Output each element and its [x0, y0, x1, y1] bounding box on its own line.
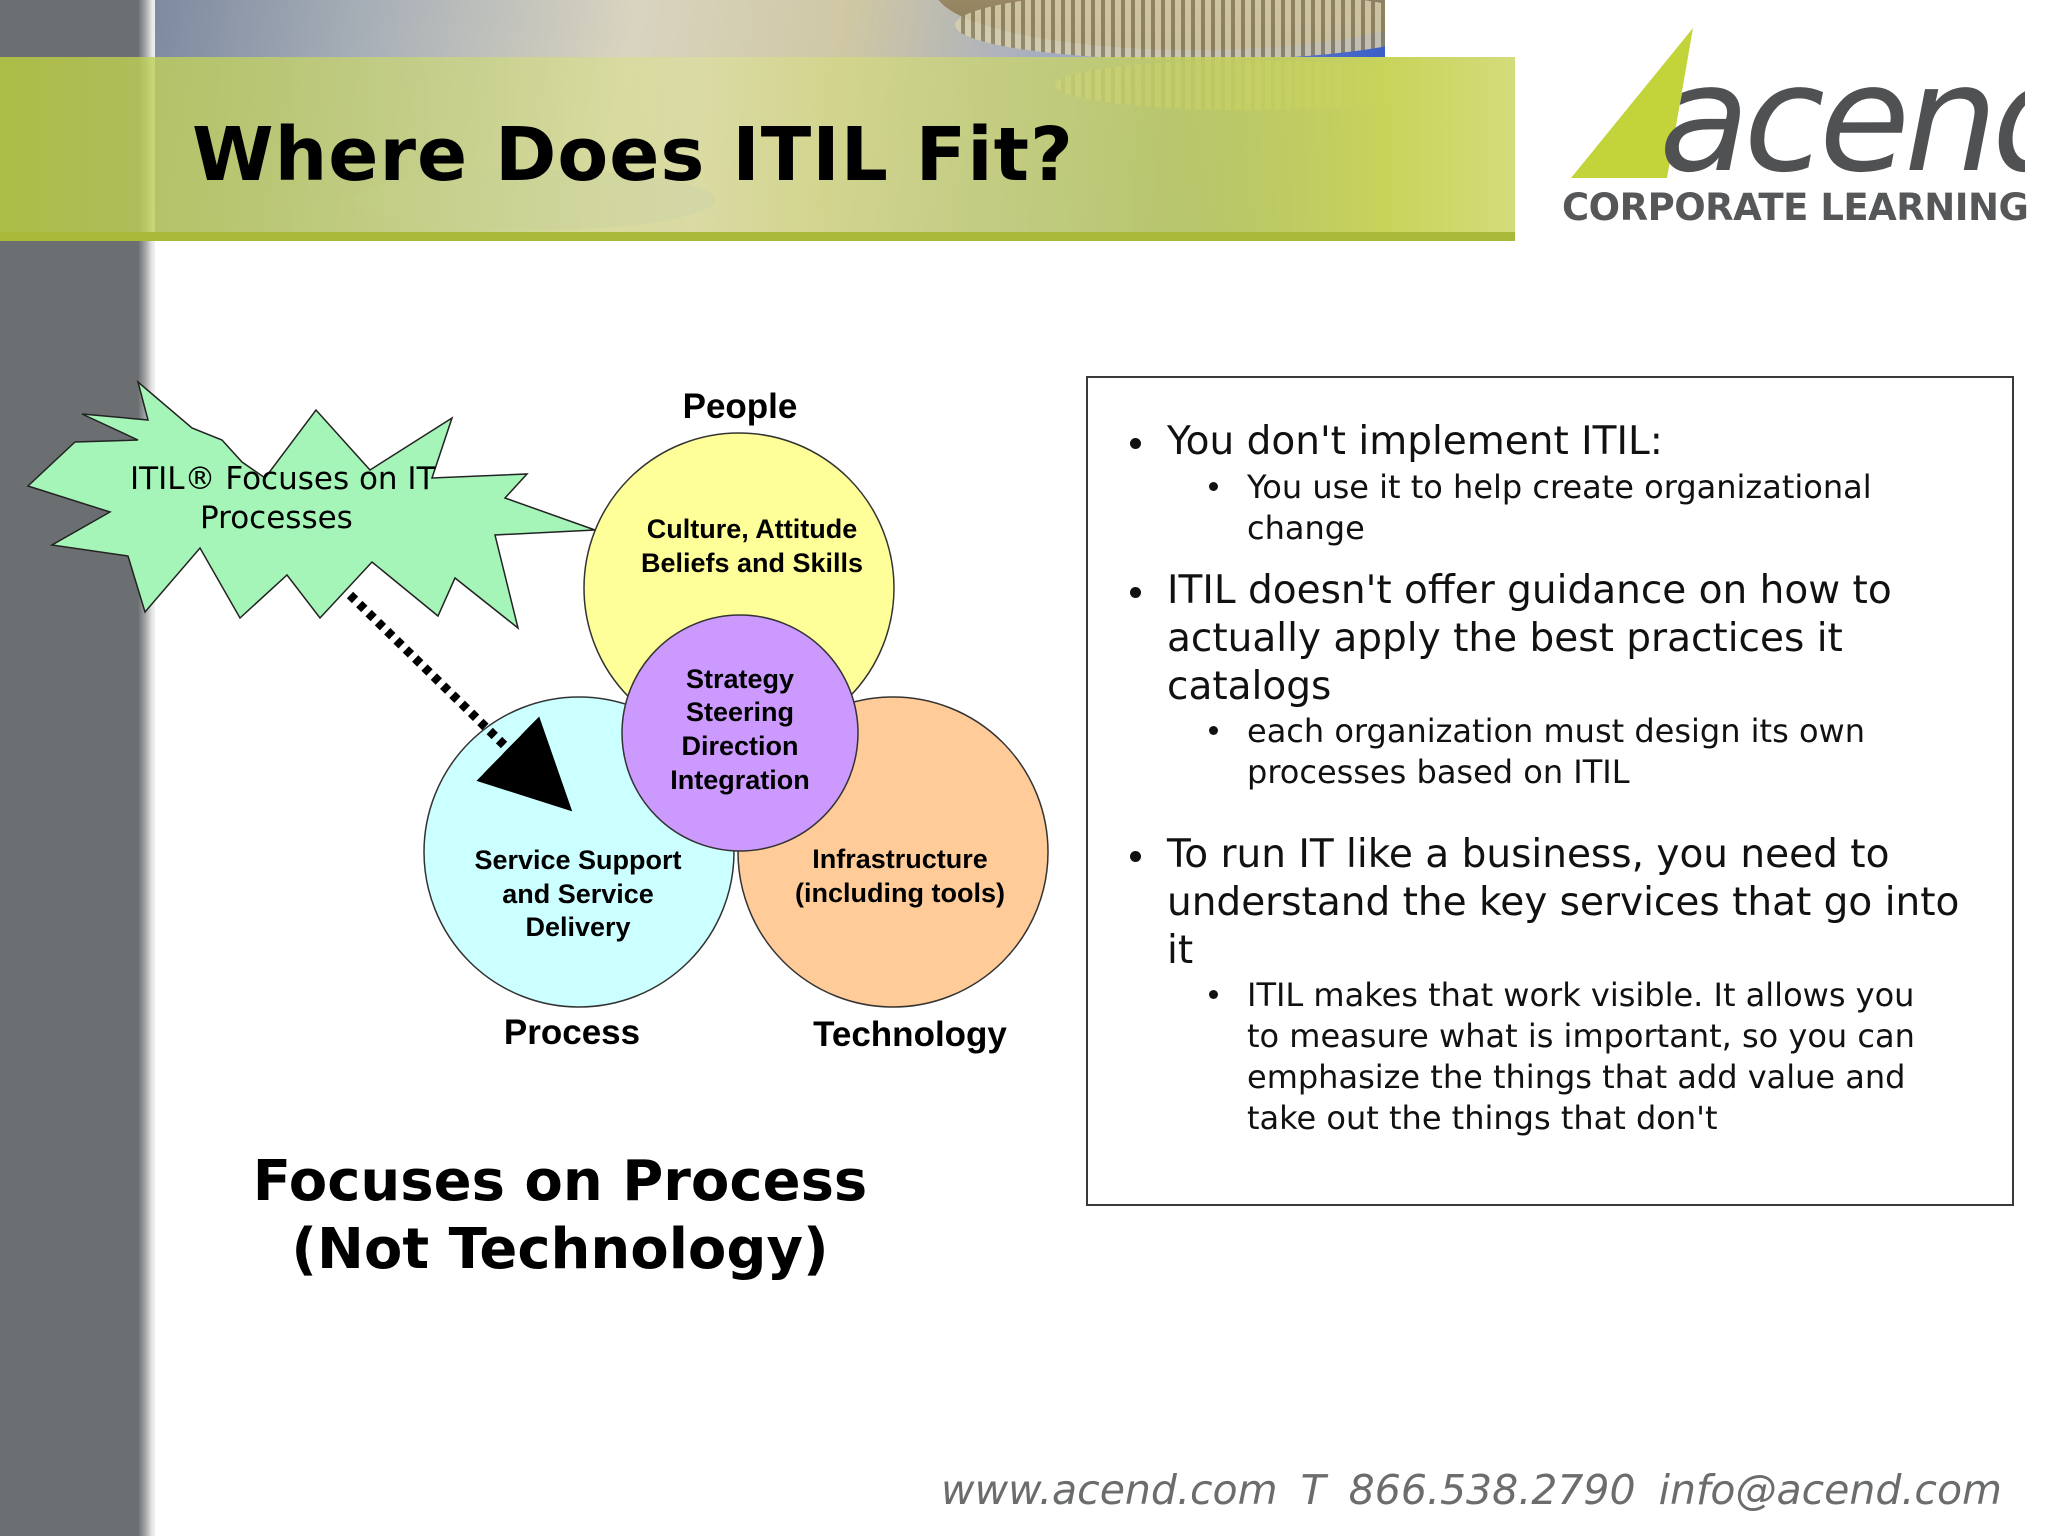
process-text-line: and Service: [502, 879, 654, 909]
bullet-line: ITIL doesn't offer guidance on how to: [1167, 568, 1892, 613]
sub-bullet-text: ITIL makes that work visible. It allows …: [1247, 975, 1997, 1139]
bullet-line: actually apply the best practices it: [1167, 616, 1843, 661]
sub-bullet-line: emphasize the things that add value and: [1247, 1058, 1906, 1096]
bullet-line: understand the key services that go into: [1167, 880, 1960, 925]
sub-bullet-line: to measure what is important, so you can: [1247, 1017, 1915, 1055]
center-text-line: Integration: [670, 765, 810, 795]
center-circle: [621, 614, 859, 852]
slide-title: Where Does ITIL Fit?: [192, 112, 1074, 198]
center-text-line: Strategy: [686, 664, 794, 694]
bullet-text-box: [1086, 376, 2014, 1206]
technology-text-line: (including tools): [795, 878, 1005, 908]
center-text-line: Direction: [681, 731, 798, 761]
bullet-line: To run IT like a business, you need to: [1167, 832, 1890, 877]
sub-bullet-line: take out the things that don't: [1247, 1099, 1718, 1137]
sub-bullet-line: ITIL makes that work visible. It allows …: [1247, 976, 1915, 1014]
bullet-line: catalogs: [1167, 664, 1332, 709]
sub-bullet-line: each organization must design its own: [1247, 712, 1865, 750]
header-band: [0, 57, 1515, 235]
footer-contact: www.acend.com T 866.538.2790 info@acend.…: [941, 1466, 2002, 1514]
subtitle-line: Focuses on Process: [252, 1149, 868, 1214]
logo-triangle-icon: [1571, 28, 1693, 178]
people-text-line: Culture, Attitude: [647, 514, 857, 544]
center-text-line: Steering: [686, 697, 794, 727]
bullet-dot-icon: [1130, 438, 1141, 449]
sub-bullet-text: each organization must design its own pr…: [1247, 711, 1997, 793]
bullet-text: ITIL doesn't offer guidance on how to ac…: [1167, 567, 1997, 711]
people-text-line: Beliefs and Skills: [641, 548, 863, 578]
label-people: People: [683, 387, 798, 426]
bullet-dot-icon: [1130, 587, 1141, 598]
sub-bullet-dot-icon: [1209, 482, 1218, 491]
sub-bullet-line: change: [1247, 509, 1365, 547]
sub-bullet-dot-icon: [1209, 990, 1218, 999]
header-underline: [0, 232, 1515, 241]
process-text-line: Service Support: [474, 845, 681, 875]
bullet-text: To run IT like a business, you need to u…: [1167, 831, 1997, 975]
technology-text-line: Infrastructure: [812, 844, 988, 874]
process-text-line: Delivery: [525, 912, 630, 942]
bullet-text: You don't implement ITIL:: [1167, 419, 1663, 464]
burst-text-line: Processes: [200, 500, 353, 536]
dotted-arrow: [346, 591, 573, 812]
sub-bullet-line: processes based on ITIL: [1247, 753, 1630, 791]
bullet-line: it: [1167, 928, 1194, 973]
label-process: Process: [504, 1013, 640, 1052]
subtitle-line: (Not Technology): [291, 1217, 829, 1282]
left-sidebar-bar: [0, 0, 155, 1536]
bullet-dot-icon: [1130, 851, 1141, 862]
acend-logo: acend: [1571, 28, 2025, 185]
brand-name: acend: [1659, 33, 2025, 185]
burst-text-line: ITIL® Focuses on IT: [130, 461, 436, 497]
label-technology: Technology: [813, 1015, 1007, 1054]
sub-bullet-dot-icon: [1209, 726, 1218, 735]
sub-bullet-text: You use it to help create organizational…: [1247, 467, 1997, 549]
focus-subtitle: Focuses on Process (Not Technology): [160, 1148, 960, 1284]
brand-subtitle: CORPORATE LEARNING: [1562, 186, 2029, 229]
sub-bullet-line: You use it to help create organizational: [1247, 468, 1872, 506]
